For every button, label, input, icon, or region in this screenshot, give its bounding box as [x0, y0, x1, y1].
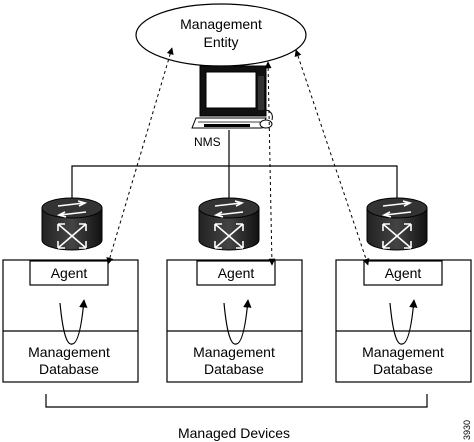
managed-device-3: Agent Management Database: [335, 259, 472, 383]
db-label-1a: Management: [28, 344, 110, 360]
managed-devices-label: Managed Devices: [178, 425, 290, 441]
dashed-arrows: [106, 47, 370, 266]
router-icon: [366, 197, 428, 251]
db-label-3a: Management: [362, 344, 444, 360]
management-entity-line1: Management: [180, 16, 262, 32]
network-links: [71, 130, 398, 200]
managed-device-1: Agent Management Database: [2, 259, 139, 383]
computer-workstation-icon: [191, 65, 273, 129]
db-label-3b: Database: [373, 361, 433, 377]
agent-label-3: Agent: [385, 265, 422, 281]
arrow-entity-agent-3: [294, 49, 370, 266]
db-label-1b: Database: [39, 361, 99, 377]
agent-box-1: [29, 260, 109, 286]
router-icon: [41, 197, 103, 251]
agent-box-3: [363, 260, 443, 286]
figure-id: 3930: [462, 420, 472, 440]
managed-devices-bracket: [45, 394, 428, 408]
arrow-entity-agent-1: [106, 47, 174, 265]
management-entity-line2: Entity: [203, 34, 238, 50]
managed-device-2: Agent Management Database: [166, 259, 303, 383]
management-entity: Management Entity: [135, 3, 307, 67]
db-label-2b: Database: [204, 361, 264, 377]
db-label-2a: Management: [193, 344, 275, 360]
nms-label: NMS: [194, 135, 221, 149]
agent-label-1: Agent: [51, 265, 88, 281]
agent-label-2: Agent: [218, 265, 255, 281]
router-icon: [198, 197, 260, 251]
agent-box-2: [196, 260, 276, 286]
arrow-entity-agent-2: [264, 61, 276, 266]
